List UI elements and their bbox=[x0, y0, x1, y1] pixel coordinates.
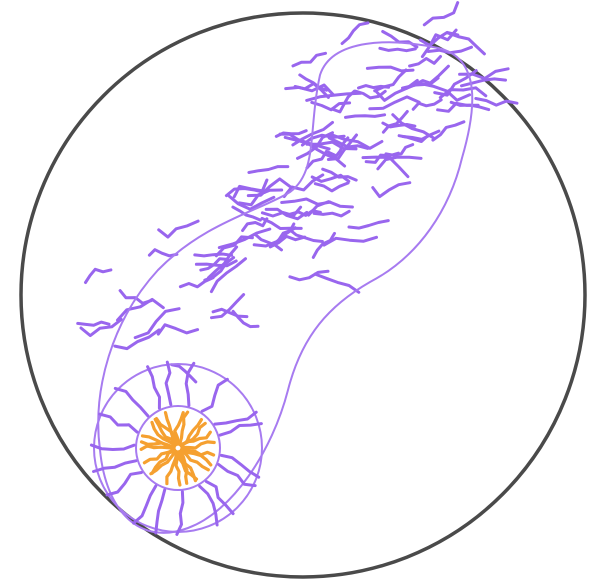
corona-chain bbox=[410, 57, 441, 67]
corona-chain bbox=[346, 115, 385, 118]
corona-chain bbox=[158, 325, 197, 334]
corona-chain bbox=[370, 97, 419, 109]
corona-chain bbox=[86, 269, 111, 282]
corona-chain bbox=[149, 250, 177, 256]
corona-chain bbox=[233, 311, 258, 326]
corona-chain bbox=[451, 102, 489, 109]
radial-chain bbox=[94, 461, 136, 472]
radial-chain bbox=[134, 486, 156, 523]
radial-chain bbox=[220, 424, 261, 436]
radial-chain bbox=[100, 414, 137, 432]
radial-chain bbox=[221, 455, 258, 477]
corona-chain bbox=[249, 167, 288, 173]
radial-chain bbox=[202, 379, 227, 411]
corona-chain bbox=[78, 322, 109, 325]
corona-chain bbox=[386, 145, 413, 156]
corona-chain bbox=[212, 295, 244, 318]
radial-chain bbox=[156, 490, 165, 533]
corona-chain bbox=[159, 221, 198, 237]
corona-chain bbox=[115, 330, 159, 349]
corona-chain bbox=[462, 79, 506, 86]
corona-chain bbox=[342, 23, 368, 44]
radial-chain bbox=[200, 486, 217, 525]
corona-chain bbox=[307, 93, 361, 100]
radial-chain bbox=[148, 367, 160, 408]
radial-chain bbox=[177, 492, 183, 535]
corona-chain bbox=[420, 32, 457, 45]
radial-chain bbox=[215, 412, 256, 424]
radial-chain bbox=[91, 445, 134, 449]
corona-chain bbox=[349, 221, 388, 229]
corona-chain bbox=[380, 48, 415, 50]
radial-chain bbox=[115, 388, 148, 416]
corona-chain bbox=[373, 183, 410, 197]
radial-chain bbox=[186, 363, 194, 405]
corona-chain bbox=[195, 254, 232, 256]
corona-chain bbox=[248, 179, 289, 196]
corona-chain bbox=[293, 53, 326, 66]
corona-chain bbox=[359, 86, 389, 88]
corona-chain bbox=[315, 183, 348, 191]
corona-chain bbox=[383, 112, 407, 133]
corona-chain bbox=[424, 3, 457, 25]
radial-chain bbox=[166, 362, 171, 405]
radial-chain bbox=[107, 473, 142, 495]
corona-chain bbox=[315, 274, 359, 292]
micelle-core-group bbox=[141, 412, 214, 485]
